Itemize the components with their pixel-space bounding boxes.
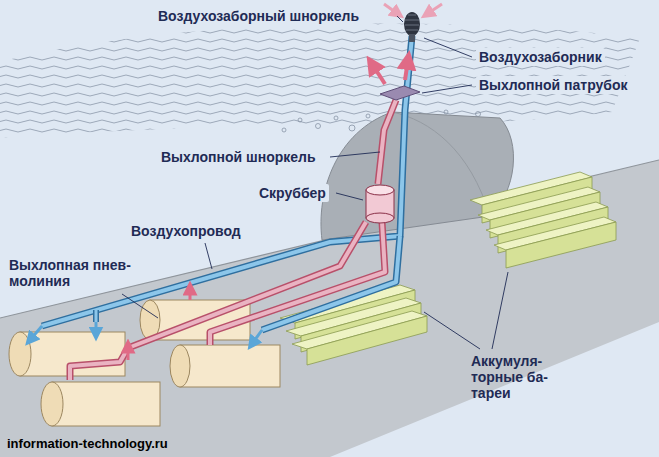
leader-lines xyxy=(122,16,508,349)
part-label: Аккумуля- торные ба- тареи xyxy=(468,352,572,402)
air-line xyxy=(42,36,412,330)
exhaust-outlet xyxy=(380,86,420,100)
part-label: Выхлопной патрубок xyxy=(476,76,631,94)
watermark: information-technology.ru xyxy=(4,435,171,453)
part-label: Выхлопная пнев- молиния xyxy=(6,256,156,290)
part-label: Воздухопровод xyxy=(128,222,244,240)
part-label: Воздухозаборный шноркель xyxy=(155,7,362,25)
sea-surface xyxy=(0,24,640,138)
part-label: Скруббер xyxy=(256,184,329,202)
part-label: Выхлопной шноркель xyxy=(158,148,319,166)
air-intake xyxy=(404,12,420,42)
battery-block xyxy=(470,172,616,268)
scrubber xyxy=(366,185,394,223)
part-label: Воздухозаборник xyxy=(476,48,605,66)
exhaust-line xyxy=(70,100,396,380)
